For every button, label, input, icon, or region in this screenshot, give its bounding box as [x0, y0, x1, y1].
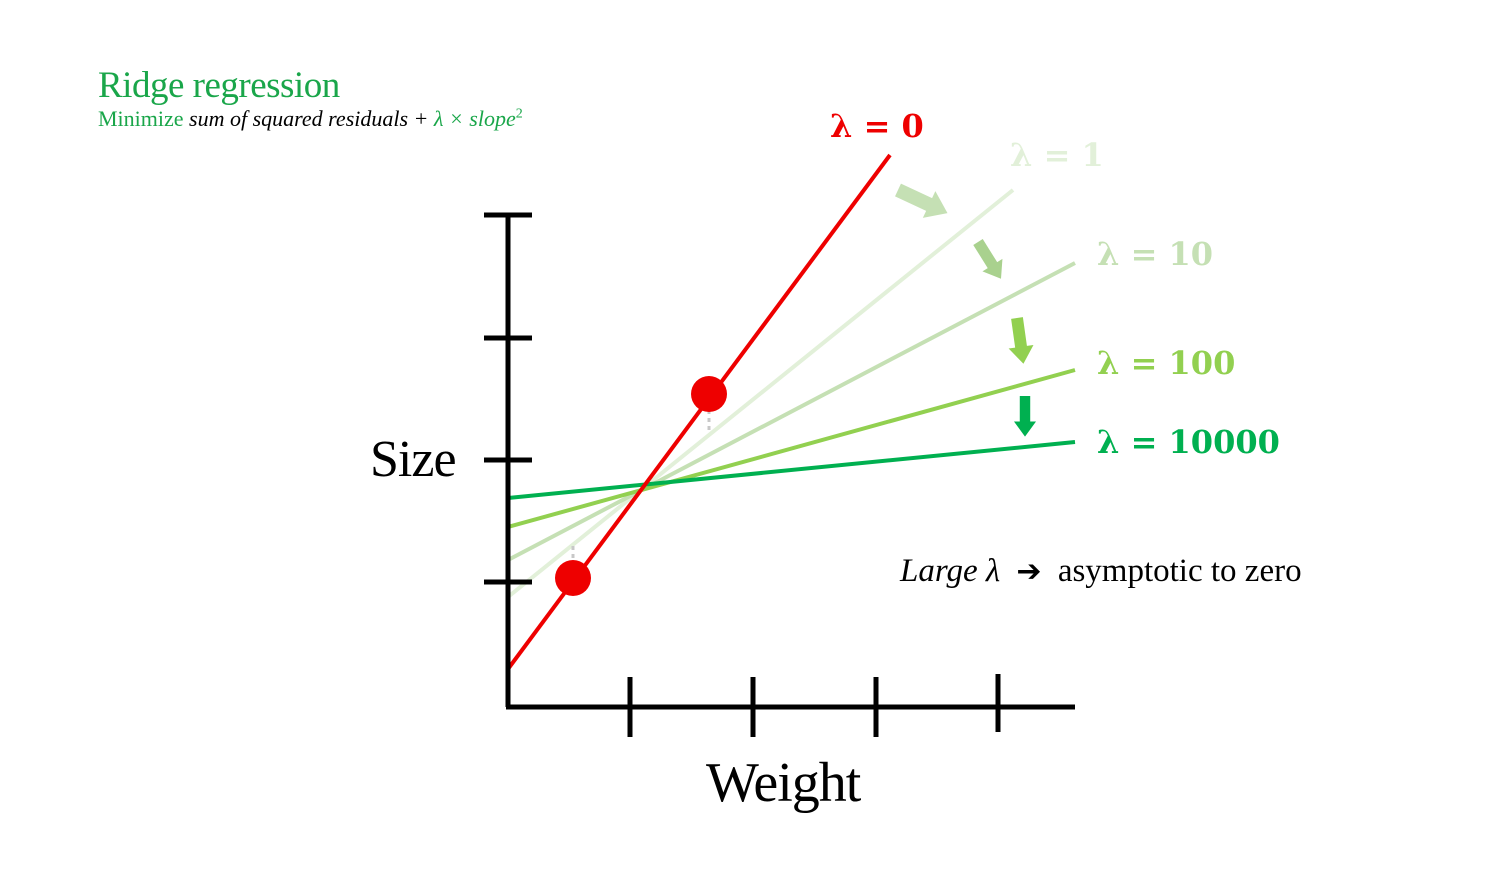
y-axis	[484, 212, 532, 707]
objective-formula: Minimize sum of squared residuals + λ × …	[98, 106, 523, 132]
shrink-arrow-2-icon	[968, 235, 1011, 286]
page-title: Ridge regression	[98, 65, 340, 106]
shrink-arrow-4-icon	[1013, 396, 1037, 437]
label-lambda-0: λ = 0	[830, 107, 924, 145]
line-lambda-100	[507, 368, 1076, 529]
note-large-lambda: Large λ	[899, 553, 1000, 589]
note-word-to-zero: to zero	[1211, 553, 1302, 589]
formula-term-ssr: sum of squared residuals +	[189, 106, 429, 131]
asymptote-note: Large λ ➔ asymptotic to zero	[899, 553, 1302, 589]
formula-exponent: 2	[515, 106, 523, 122]
right-arrow-icon: ➔	[1016, 554, 1041, 589]
label-lambda-10: λ = 10	[1097, 235, 1213, 273]
shrink-arrow-3-icon	[1004, 316, 1036, 366]
line-lambda-10	[507, 261, 1076, 562]
shrink-arrow-1-icon	[891, 176, 954, 227]
x-axis-label: Weight	[706, 752, 862, 814]
y-axis-label: Size	[370, 431, 456, 488]
formula-prefix: Minimize	[98, 106, 184, 131]
x-axis	[506, 674, 1075, 737]
label-lambda-100: λ = 100	[1097, 344, 1235, 382]
line-lambda-10000	[507, 440, 1076, 500]
data-point	[555, 560, 591, 596]
label-lambda-10000: λ = 10000	[1097, 423, 1280, 461]
label-lambda-1: λ = 1	[1010, 136, 1104, 174]
data-point	[691, 376, 727, 412]
line-lambda-1	[506, 188, 1015, 599]
note-word-asymptotic: asymptotic	[1058, 553, 1203, 589]
formula-term-penalty: λ × slope	[433, 106, 516, 131]
